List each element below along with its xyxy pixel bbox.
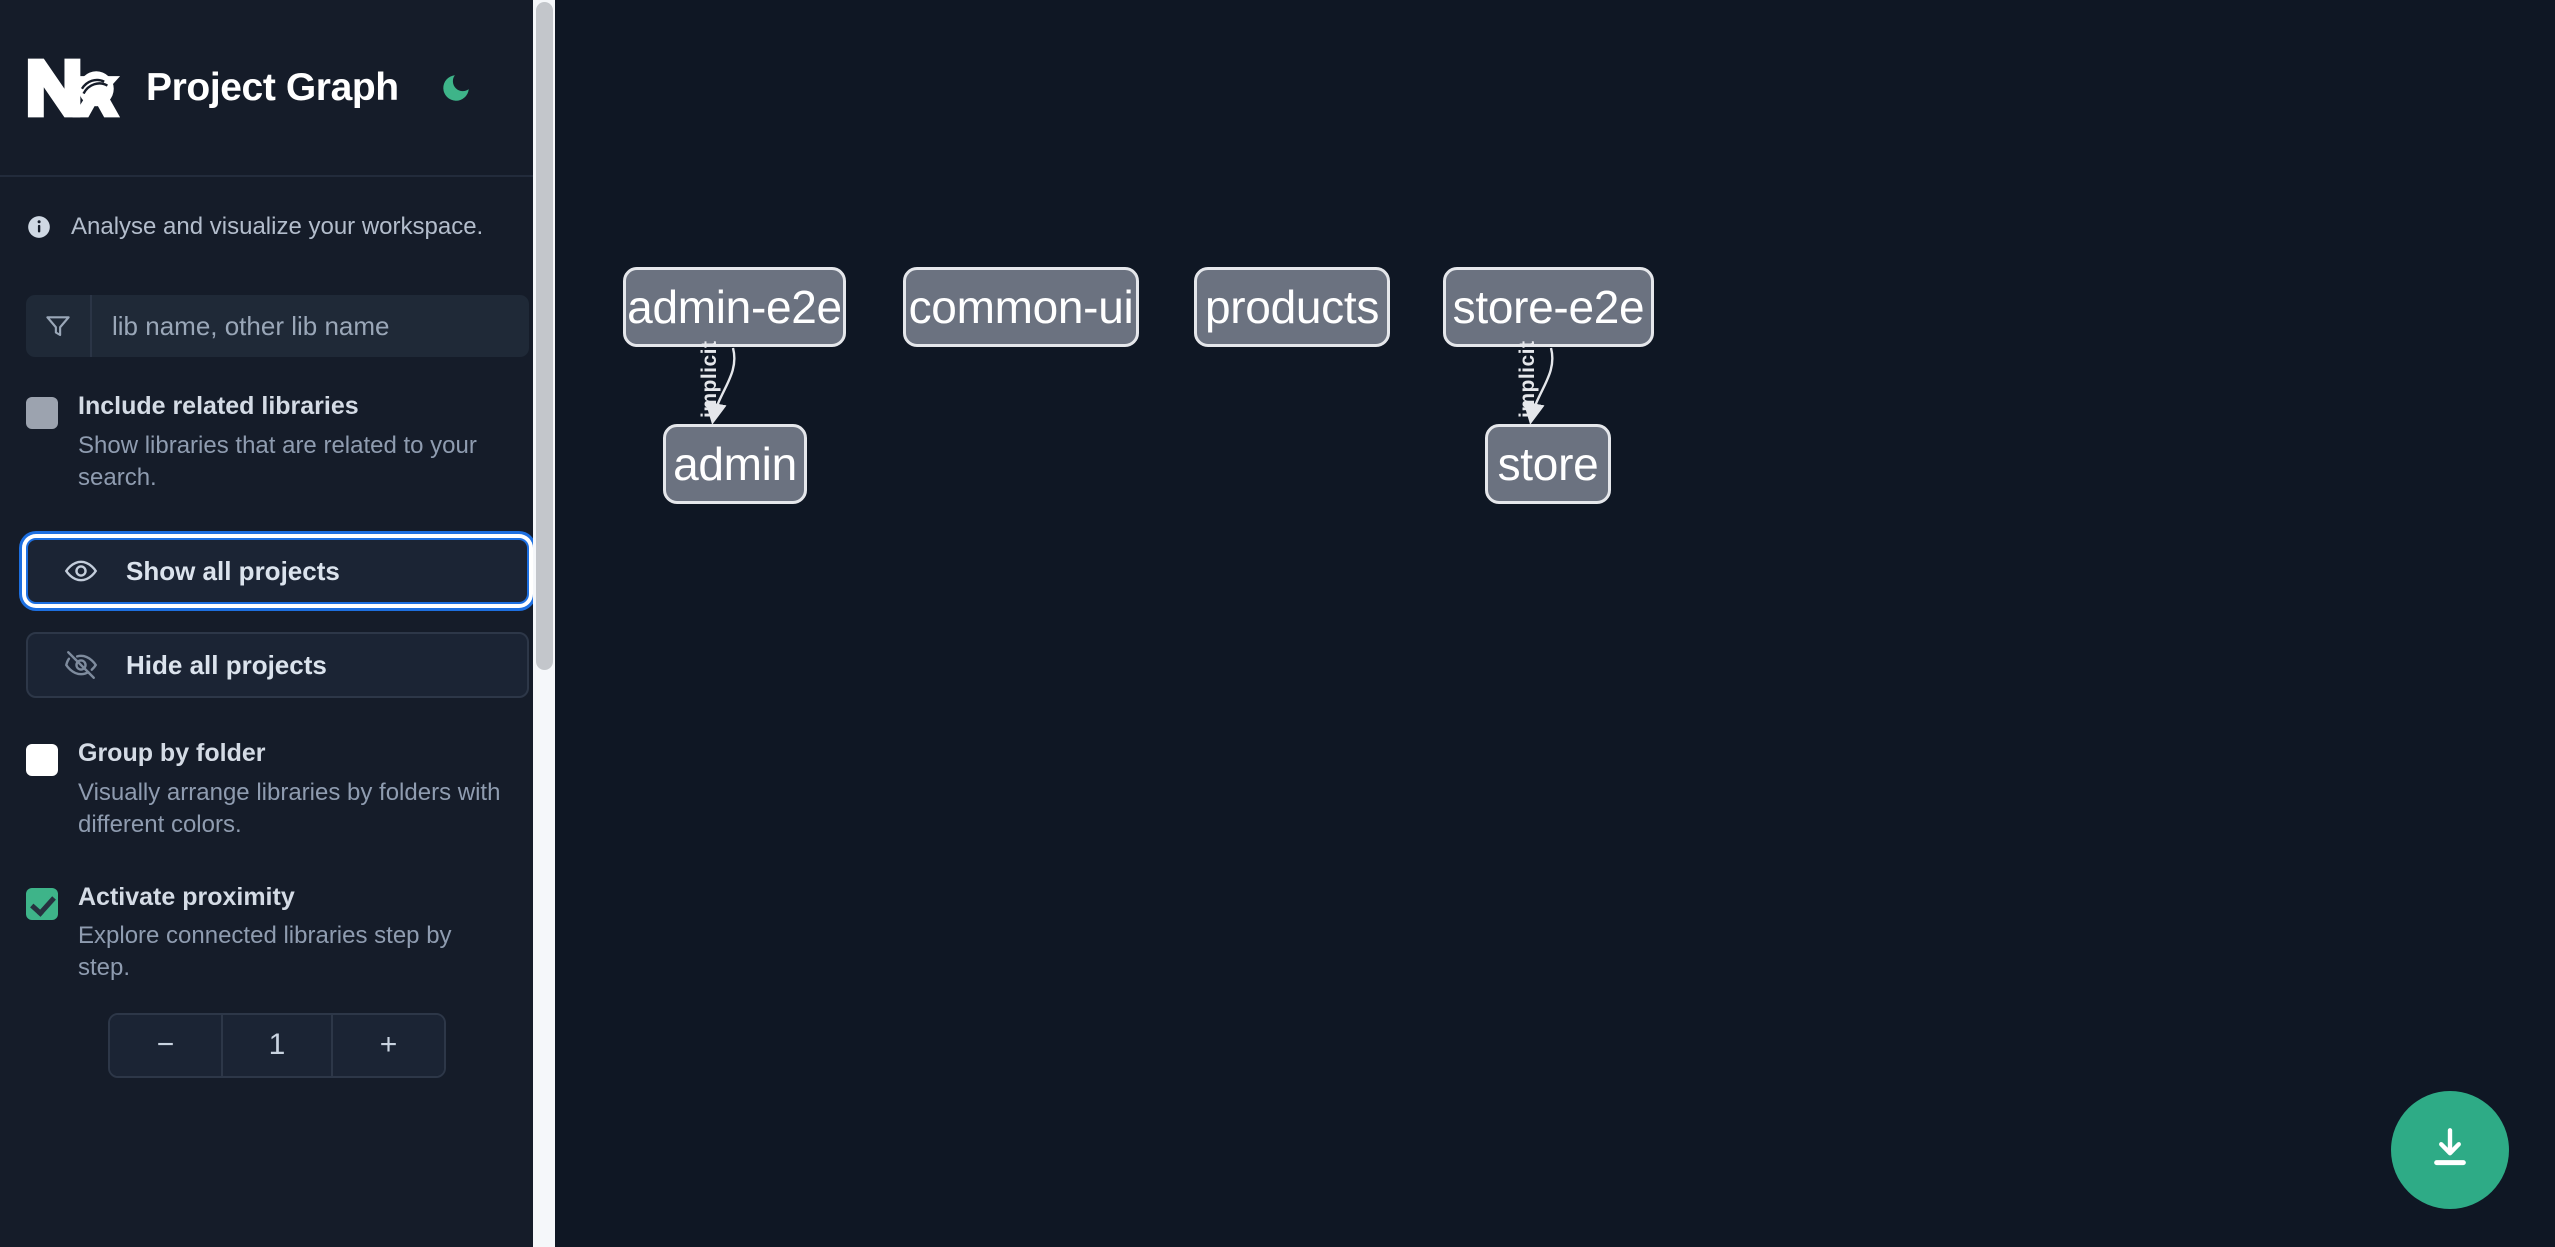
moon-icon[interactable] [435, 67, 477, 109]
eye-icon [62, 552, 100, 590]
graph-node-common-ui[interactable]: common-ui [903, 267, 1139, 347]
graph-node-label: common-ui [908, 281, 1134, 333]
page-title: Project Graph [146, 65, 399, 109]
eye-off-icon [62, 646, 100, 684]
info-banner: Analyse and visualize your workspace. [0, 177, 555, 241]
graph-node-store[interactable]: store [1485, 424, 1611, 504]
graph-edges [705, 347, 1554, 425]
checkbox-include-related-libraries[interactable] [26, 397, 58, 429]
option-group-by-folder: Group by folder Visually arrange librari… [0, 740, 555, 841]
proximity-stepper: − 1 + [108, 1012, 446, 1078]
info-icon [26, 214, 52, 240]
sidebar: Project Graph Analyse and visualize your… [0, 0, 555, 1247]
graph-node-label: products [1204, 281, 1380, 333]
graph-canvas[interactable]: admin-e2e common-ui products store-e2e a… [555, 0, 2555, 1247]
info-text: Analyse and visualize your workspace. [71, 213, 484, 240]
show-all-projects-label: Show all projects [126, 555, 340, 586]
download-icon [2425, 1123, 2475, 1178]
hide-all-projects-label: Hide all projects [126, 649, 327, 680]
stepper-value: 1 [223, 1014, 331, 1076]
sidebar-body: Analyse and visualize your workspace. In… [0, 177, 555, 1078]
option-include-related-libraries: Include related libraries Show libraries… [0, 392, 555, 494]
checkbox-group-by-folder[interactable] [26, 744, 58, 777]
graph-node-admin-e2e[interactable]: admin-e2e [623, 267, 846, 347]
option-label: Include related libraries [78, 392, 359, 420]
graph-node-admin[interactable]: admin [663, 424, 807, 504]
option-description: Visually arrange libraries by folders wi… [78, 778, 501, 839]
download-button[interactable] [2391, 1091, 2509, 1209]
option-label: Activate proximity [78, 882, 295, 911]
graph-node-label: store-e2e [1452, 281, 1645, 333]
stepper-decrement-button[interactable]: − [110, 1014, 223, 1076]
show-all-projects-button[interactable]: Show all projects [26, 538, 529, 605]
graph-node-products[interactable]: products [1194, 267, 1390, 347]
nx-logo-icon [26, 57, 122, 119]
graph-node-label: admin-e2e [627, 281, 842, 333]
graph-edge-label-store: implicit [1516, 340, 1539, 418]
filter-funnel-icon [26, 295, 92, 357]
graph-edge-label-admin: implicit [698, 340, 721, 418]
sidebar-header: Project Graph [0, 0, 555, 177]
graph-node-label: store [1497, 438, 1599, 490]
stepper-increment-button[interactable]: + [331, 1014, 444, 1076]
graph-node-label: admin [673, 438, 797, 490]
hide-all-projects-button[interactable]: Hide all projects [26, 632, 529, 699]
sidebar-scrollbar[interactable] [533, 0, 555, 1247]
option-label: Group by folder [78, 739, 266, 768]
sidebar-scrollbar-thumb[interactable] [536, 2, 553, 670]
search-field[interactable] [26, 295, 529, 357]
option-activate-proximity: Activate proximity Explore connected lib… [0, 882, 555, 985]
option-description: Show libraries that are related to your … [78, 431, 477, 491]
graph-node-store-e2e[interactable]: store-e2e [1443, 267, 1654, 347]
search-input[interactable] [92, 295, 529, 357]
option-description: Explore connected libraries step by step… [78, 922, 452, 982]
checkbox-activate-proximity[interactable] [26, 887, 58, 920]
